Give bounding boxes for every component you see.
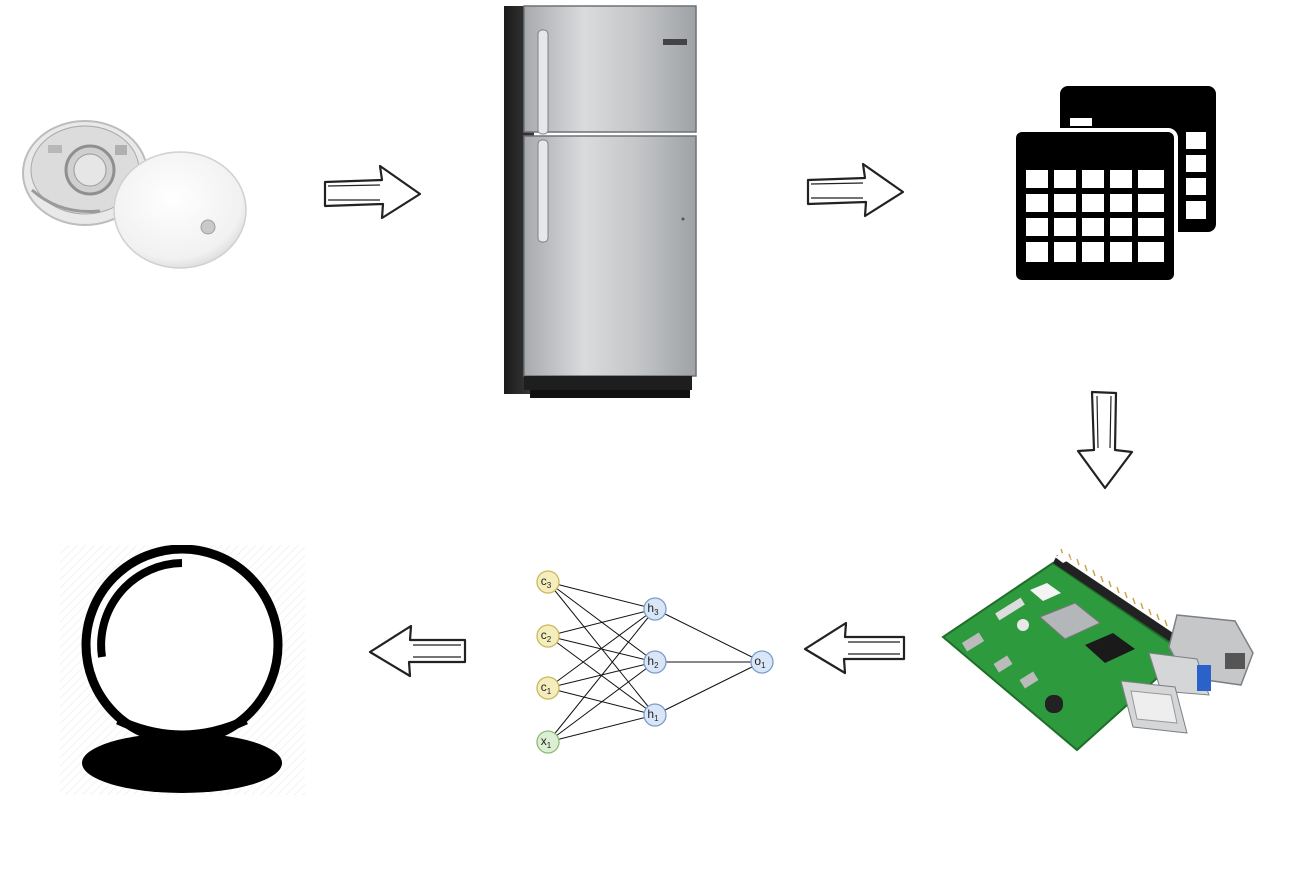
nn-node-label: h1 [647, 707, 659, 723]
refrigerator-icon [500, 4, 700, 404]
nn-connection [547, 581, 656, 610]
nn-input-node: x1 [536, 730, 560, 754]
nn-connection [547, 714, 656, 743]
nn-hidden-node: h2 [643, 650, 667, 674]
nn-node-label: c3 [541, 574, 552, 590]
nn-connection [654, 661, 763, 716]
flow-arrow-left [365, 618, 470, 683]
flow-arrow-down [1072, 388, 1138, 493]
nn-node-label: o1 [754, 654, 766, 670]
neural-network-diagram: c3 c2 c1 x1 h3 h2 h1 o1 [520, 560, 790, 760]
spreadsheet-tables-icon [1010, 82, 1220, 287]
nn-node-label: c2 [541, 628, 552, 644]
temperature-sensor-icon [20, 115, 250, 275]
nn-connection [547, 608, 656, 637]
nn-output-node: o1 [750, 650, 774, 674]
nn-connection [547, 661, 656, 743]
nn-input-node: c1 [536, 676, 560, 700]
nn-connection [547, 608, 656, 743]
nn-connection [547, 608, 656, 689]
nn-node-label: h2 [647, 654, 659, 670]
nn-input-node: c3 [536, 570, 560, 594]
flow-arrow-right [803, 158, 908, 223]
nn-hidden-node: h3 [643, 597, 667, 621]
nn-hidden-node: h1 [643, 703, 667, 727]
flow-arrow-right [320, 160, 425, 225]
flow-arrow-left [800, 615, 908, 680]
nn-connection [654, 608, 763, 663]
nn-node-label: c1 [541, 680, 552, 696]
nn-node-label: x1 [541, 734, 552, 750]
nn-node-label: h3 [647, 601, 659, 617]
nn-input-node: c2 [536, 624, 560, 648]
crystal-ball-icon [60, 544, 305, 795]
raspberry-pi-board-icon [935, 545, 1260, 760]
